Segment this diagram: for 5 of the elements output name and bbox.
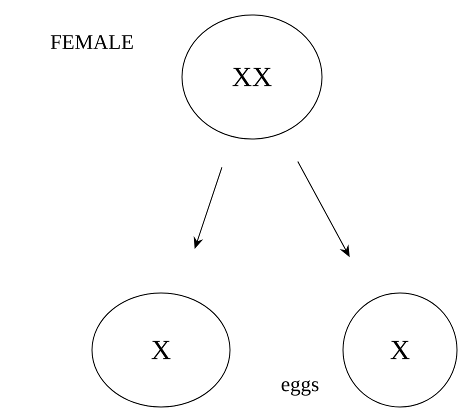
ellipse-node: X: [342, 292, 458, 408]
ellipse-node: X: [92, 292, 230, 408]
ellipse-node: XX: [182, 14, 322, 140]
node-caption: FEMALE: [50, 35, 133, 49]
caption-text: eggs: [282, 380, 318, 396]
